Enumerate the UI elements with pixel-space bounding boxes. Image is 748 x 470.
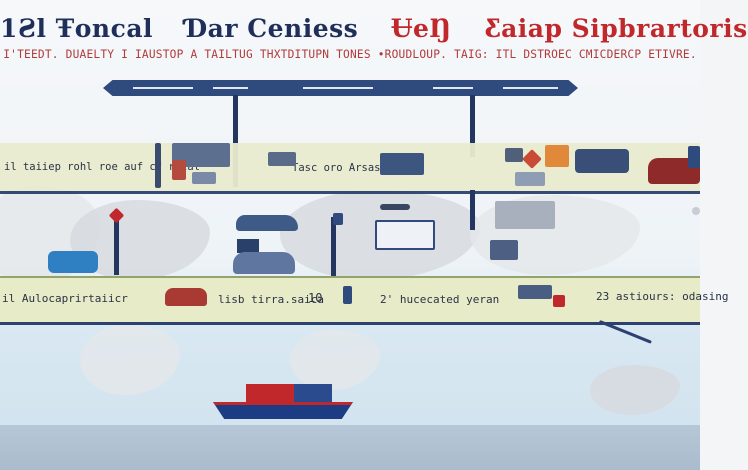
page-title: 1Ƨl Ŧoncal Ɗar Ceniess ɄeŊ Ƹaiap Sipbrar… [0,14,747,43]
page-subtitle: I'TEEDT. DUAELTY I IAUSTOP A TAILTUG THX… [3,48,697,61]
sports-car [236,215,298,231]
pole-1 [233,95,238,187]
tall-building-right [688,146,700,168]
map-continent-africa [290,330,380,390]
sedan-grey [233,252,295,274]
window-building [375,220,435,250]
crane-icon [155,143,161,188]
top-route-bar [103,80,578,96]
sea-horizon [0,425,700,470]
traffic-light-icon [333,213,343,225]
container-stack [380,153,424,175]
pole-5 [470,190,475,230]
warehouse-grey [495,201,555,229]
lower-mid1-label: lisb tirra.saica [218,293,324,306]
cargo-box-red-lower [553,295,565,307]
truck-small [192,172,216,184]
title-part1: 1Ƨl Ŧoncal [0,14,154,43]
pole-2 [470,95,475,157]
blue-van [48,251,98,273]
map-continent-australia [590,365,680,415]
delivery-truck-icon [515,172,545,186]
container-ship [213,402,353,419]
title-part4: Ƹaiap Sipbrartoris [484,14,748,43]
factory-icon [268,152,296,166]
pole-4 [331,217,336,317]
tow-truck [237,239,259,253]
cargo-pallet-icon [518,285,552,299]
building-red-small [172,160,186,180]
airplane-icon [380,204,410,210]
title-part3: ɄeŊ [390,14,452,43]
bubble-icon [692,207,700,215]
lower-right-label: 23 astiours: odasing [596,290,729,303]
cargo-box-orange [545,145,569,167]
title-part2: Ɗar Ceniess [185,14,359,43]
bus-icon [575,149,629,173]
gas-can-icon [343,286,352,304]
ship-container-red [246,384,294,406]
office-building-icon [505,148,523,162]
lower-mid2-number: 10 [308,291,323,305]
small-hut-icon [490,240,518,260]
upper-mid-label: Tasc oro Arsasutes [292,162,406,174]
pole-3 [114,215,119,275]
lower-left-label: il Aulocaprirtaiicr [2,292,128,305]
red-sedan [165,288,207,306]
lower-mid3-label: 2' hucecated yeran [380,293,500,306]
upper-left-label: il taiiep rohl roe auf cf rotal [4,161,200,173]
ship-container-blue [294,384,332,406]
map-continent-south-america [80,325,180,395]
